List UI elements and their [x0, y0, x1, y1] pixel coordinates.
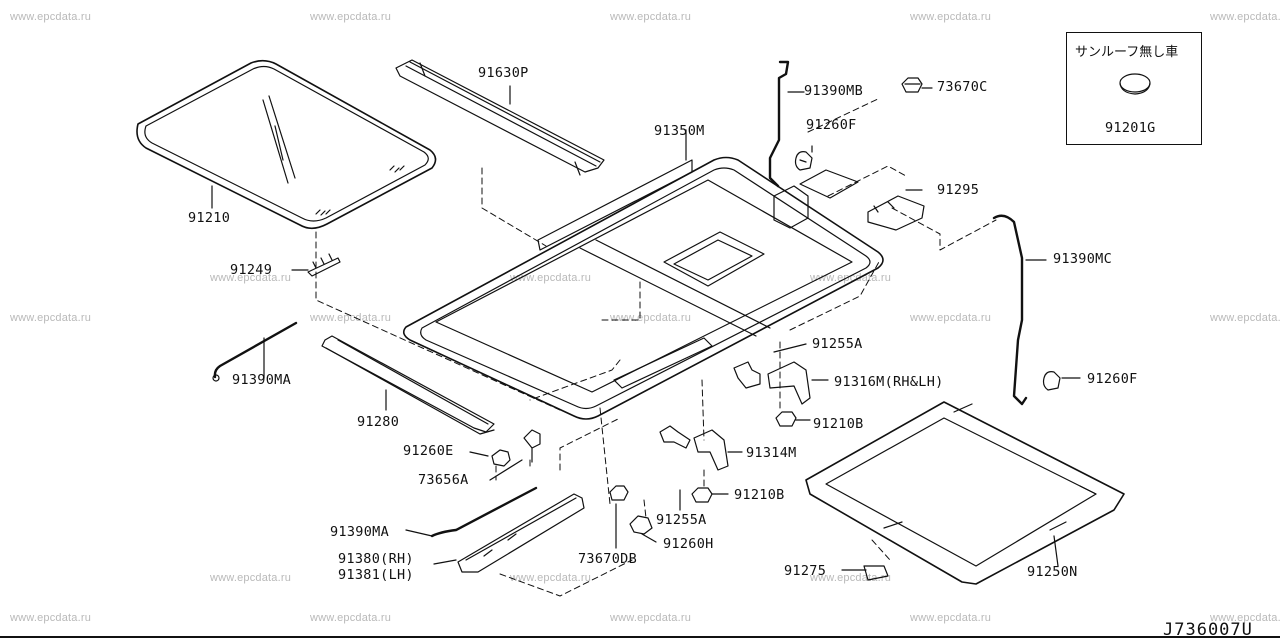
- watermark: www.epcdata.ru: [510, 272, 592, 284]
- part-label: 73656A: [418, 472, 469, 488]
- lower-frame: [805, 401, 1125, 585]
- grommet-h: [629, 515, 653, 535]
- motor-bracket: [773, 169, 859, 229]
- nut-73670c: [901, 77, 923, 93]
- part-label: 91249: [230, 262, 273, 278]
- part-label: 91295: [937, 182, 980, 198]
- nut-91210b-right: [775, 411, 797, 427]
- leader-lines: [211, 85, 1081, 571]
- watermark: www.epcdata.ru: [210, 272, 292, 284]
- watermark: www.epcdata.ru: [10, 312, 92, 324]
- watermark: www.epcdata.ru: [910, 11, 992, 23]
- part-label: 91314M: [746, 445, 797, 461]
- grommet-e: [491, 449, 511, 467]
- part-label: 91260E: [403, 443, 454, 459]
- watermark: www.epcdata.ru: [810, 272, 892, 284]
- part-label: 73670C: [937, 79, 988, 95]
- glass-clip: [307, 253, 341, 277]
- nut-91210b-mid: [691, 487, 713, 503]
- part-label: 91260F: [1087, 371, 1138, 387]
- side-rail: [457, 493, 585, 573]
- part-label: 73670DB: [578, 551, 637, 567]
- drain-tube-bottom: [430, 486, 538, 538]
- link-bracket: [767, 361, 811, 405]
- wind-deflector: [395, 59, 605, 176]
- part-label: 91255A: [812, 336, 863, 352]
- bolt-mid: [659, 425, 691, 449]
- watermark: www.epcdata.ru: [310, 612, 392, 624]
- dashed-lines: [315, 97, 997, 597]
- screw-73656a: [523, 429, 541, 463]
- part-label: 91210: [188, 210, 231, 226]
- watermark: www.epcdata.ru: [610, 612, 692, 624]
- part-label: 91381(LH): [338, 567, 414, 583]
- drain-tube-top: [768, 60, 790, 188]
- watermark: www.epcdata.ru: [910, 312, 992, 324]
- drain-tube-right: [992, 214, 1028, 406]
- watermark: www.epcdata.ru: [310, 312, 392, 324]
- watermark: www.epcdata.ru: [810, 572, 892, 584]
- inset-box: サンルーフ無し車 91201G: [1066, 32, 1202, 145]
- part-label: 91260F: [806, 117, 857, 133]
- part-label: 91255A: [656, 512, 707, 528]
- part-label: 91280: [357, 414, 400, 430]
- part-label: 91390MA: [232, 372, 291, 388]
- watermark: www.epcdata.ru: [210, 572, 292, 584]
- sunroof-motor: [867, 195, 925, 231]
- part-label: 91210B: [734, 487, 785, 503]
- sunroof-glass-panel: [136, 59, 437, 230]
- part-label: 91250N: [1027, 564, 1078, 580]
- clip-91275: [863, 565, 889, 581]
- bolt-right: [733, 361, 761, 389]
- bottom-rule: [0, 636, 1280, 638]
- watermark: www.epcdata.ru: [10, 612, 92, 624]
- watermark: www.epcdata.ru: [1210, 612, 1280, 624]
- watermark: www.epcdata.ru: [10, 11, 92, 23]
- watermark: www.epcdata.ru: [610, 11, 692, 23]
- part-label: 91316M(RH&LH): [834, 374, 944, 390]
- hinge-bracket: [693, 429, 729, 471]
- drain-tube-left: [213, 321, 298, 379]
- sunroof-frame: [402, 156, 884, 420]
- part-label: 91380(RH): [338, 551, 414, 567]
- part-label: 91210B: [813, 416, 864, 432]
- part-label: 91390MB: [804, 83, 863, 99]
- part-label: 91260H: [663, 536, 714, 552]
- watermark: www.epcdata.ru: [610, 312, 692, 324]
- part-label: 91630P: [478, 65, 529, 81]
- inset-title: サンルーフ無し車: [1075, 45, 1179, 60]
- watermark: www.epcdata.ru: [910, 612, 992, 624]
- drain-tube-end: [212, 374, 220, 382]
- grommet-right: [1042, 371, 1061, 391]
- inset-part-label: 91201G: [1105, 120, 1156, 136]
- watermark: www.epcdata.ru: [1210, 11, 1280, 23]
- plug-cap-icon: [1119, 73, 1151, 95]
- watermark: www.epcdata.ru: [310, 11, 392, 23]
- part-label: 91350M: [654, 123, 705, 139]
- diagram-id: J736007U: [1163, 620, 1253, 640]
- part-label: 91390MA: [330, 524, 389, 540]
- part-label: 91390MC: [1053, 251, 1112, 267]
- nut-73670db: [609, 485, 629, 501]
- watermark: www.epcdata.ru: [510, 572, 592, 584]
- grommet-top: [794, 151, 813, 171]
- part-label: 91275: [784, 563, 827, 579]
- sunshade-strip: [321, 335, 495, 435]
- watermark: www.epcdata.ru: [1210, 312, 1280, 324]
